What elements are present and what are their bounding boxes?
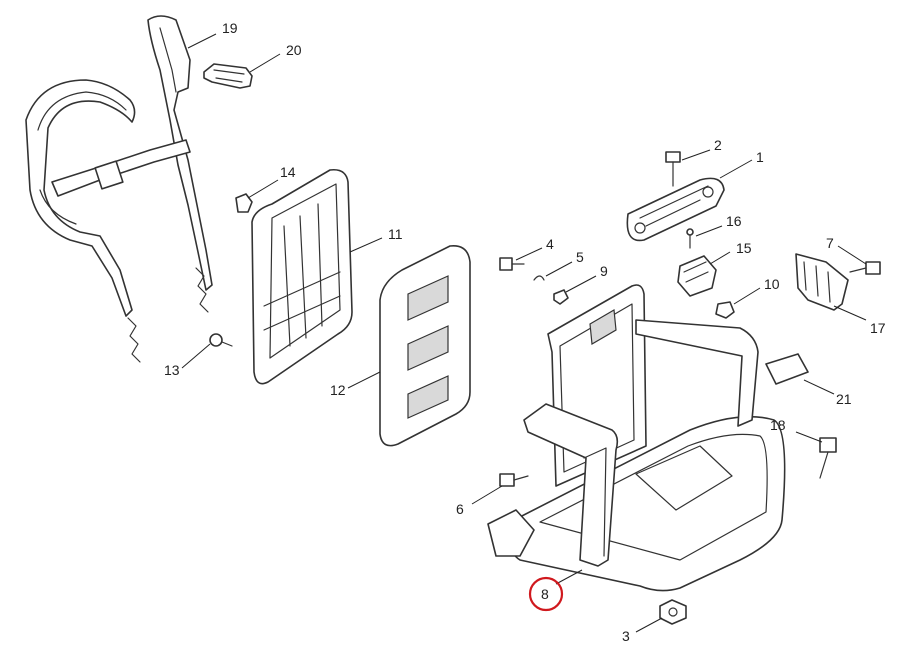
- callout-8-highlight-ring: [528, 576, 564, 612]
- callout-7: 7: [826, 235, 834, 251]
- callout-4: 4: [546, 236, 554, 252]
- callout-labels: 19 20 14 11 12 13 1 2 16 15 4 5 9 10 7 1…: [164, 20, 886, 644]
- callout-3: 3: [622, 628, 630, 644]
- callout-6: 6: [456, 501, 464, 517]
- bolt-right: [849, 261, 881, 275]
- back-pad: [379, 245, 471, 447]
- callout-5: 5: [576, 249, 584, 265]
- callout-15: 15: [736, 240, 752, 256]
- callout-16: 16: [726, 213, 742, 229]
- bolt-top: [665, 151, 681, 187]
- callout-20: 20: [286, 42, 302, 58]
- harness-straps: [25, 15, 213, 363]
- back-frame: [251, 168, 353, 385]
- callout-9: 9: [600, 263, 608, 279]
- callout-21: 21: [836, 391, 852, 407]
- small-clip: [235, 193, 253, 213]
- top-plate: [626, 177, 725, 242]
- base-frame: [487, 284, 786, 592]
- callout-1: 1: [756, 149, 764, 165]
- callout-13: 13: [164, 362, 180, 378]
- strap-clip: [203, 63, 253, 89]
- small-screw: [209, 333, 233, 347]
- callout-12: 12: [330, 382, 346, 398]
- flat-plate: [765, 353, 809, 385]
- bolt-side: [819, 437, 837, 479]
- bolt-left: [499, 473, 529, 487]
- leader-lines: [181, 33, 867, 633]
- callout-19: 19: [222, 20, 238, 36]
- latch-bracket: [795, 253, 849, 311]
- nut-bottom: [659, 599, 687, 625]
- callout-2: 2: [714, 137, 722, 153]
- callout-10: 10: [764, 276, 780, 292]
- callout-18: 18: [770, 417, 786, 433]
- callout-14: 14: [280, 164, 296, 180]
- callout-8: 8: [541, 586, 549, 602]
- small-hardware: [499, 257, 735, 319]
- callout-17: 17: [870, 320, 886, 336]
- callout-11: 11: [388, 226, 403, 242]
- bracket-screw: [677, 228, 717, 297]
